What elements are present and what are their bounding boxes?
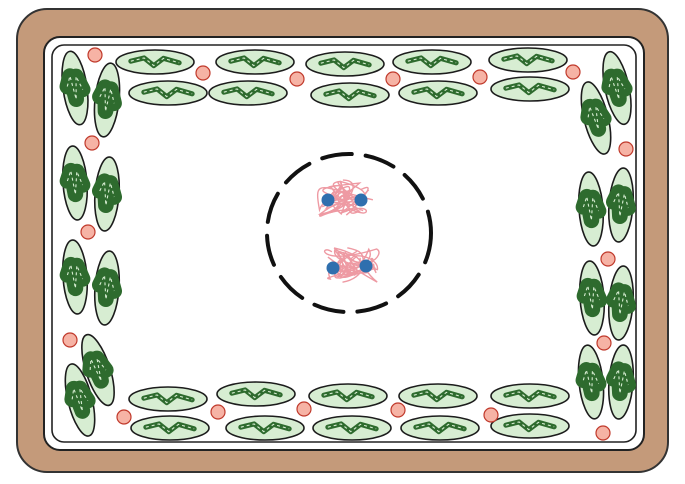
- granule: [211, 405, 225, 419]
- chloroplast: [489, 48, 567, 72]
- centromere: [355, 194, 368, 207]
- granule: [117, 410, 131, 424]
- chloroplast: [116, 50, 194, 74]
- chloroplast: [209, 81, 287, 105]
- granule: [601, 252, 615, 266]
- granule: [566, 65, 580, 79]
- chloroplast: [311, 83, 389, 107]
- granule: [484, 408, 498, 422]
- granule: [597, 336, 611, 350]
- chloroplast: [393, 50, 471, 74]
- granule: [473, 70, 487, 84]
- chloroplast: [131, 416, 209, 440]
- chloroplast: [399, 384, 477, 408]
- chloroplast: [491, 384, 569, 408]
- granule: [297, 402, 311, 416]
- chloroplast: [226, 416, 304, 440]
- granule: [63, 333, 77, 347]
- chloroplast: [491, 414, 569, 438]
- chloroplast: [129, 387, 207, 411]
- granule: [290, 72, 304, 86]
- chloroplast: [306, 52, 384, 76]
- centromere: [360, 260, 373, 273]
- granule: [196, 66, 210, 80]
- chloroplast: [401, 416, 479, 440]
- granule: [619, 142, 633, 156]
- chloroplast: [216, 50, 294, 74]
- granule: [391, 403, 405, 417]
- chloroplast: [491, 77, 569, 101]
- granule: [386, 72, 400, 86]
- centromere: [327, 262, 340, 275]
- chloroplast: [217, 382, 295, 406]
- chloroplast: [313, 416, 391, 440]
- chloroplast: [399, 81, 477, 105]
- granule: [85, 136, 99, 150]
- chloroplast: [309, 384, 387, 408]
- granule: [88, 48, 102, 62]
- granule: [596, 426, 610, 440]
- granule: [81, 225, 95, 239]
- chloroplast: [129, 81, 207, 105]
- centromere: [322, 194, 335, 207]
